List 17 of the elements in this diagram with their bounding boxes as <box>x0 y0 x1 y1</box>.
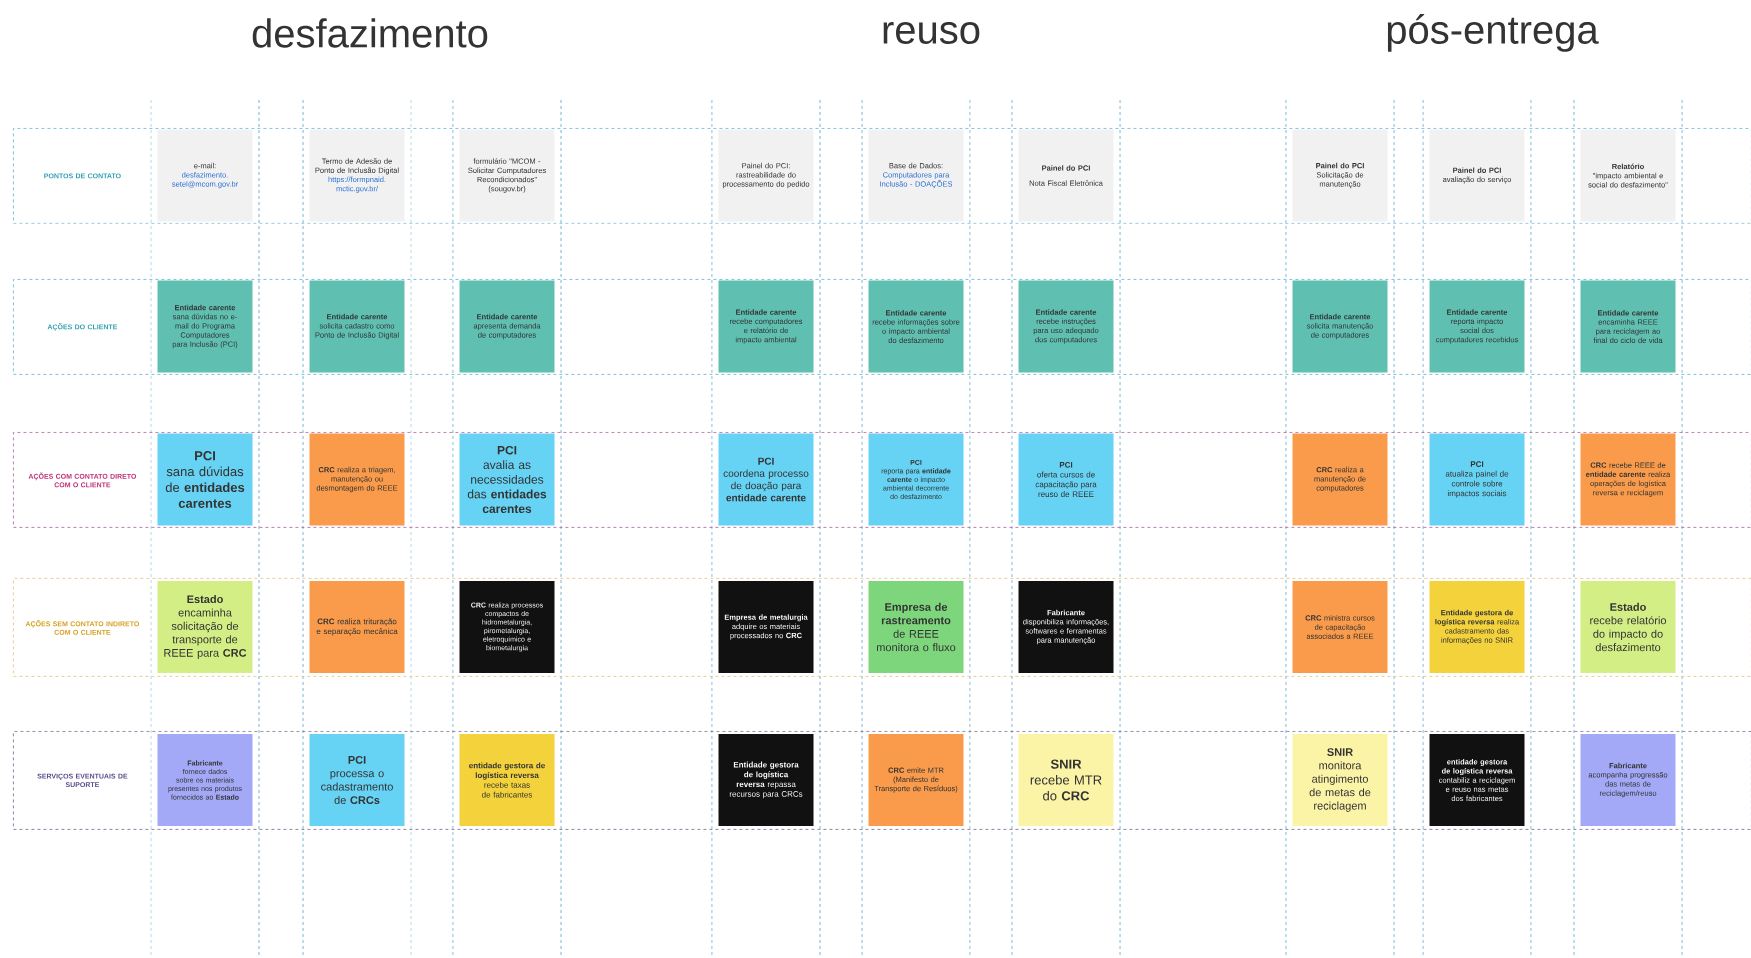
sticky-note: Estado recebe relatório do impacto do desfazimento <box>1580 581 1676 673</box>
sticky-note: Estado encaminha solicitação de transporte de REEE para CRC <box>157 581 253 673</box>
sticky-note: entidade gestora de logística reversa recebe taxas de fabricantes <box>459 734 555 826</box>
sticky-note: PCI sana dúvidas de entidades carentes <box>157 433 253 526</box>
sticky-note: PCI coordena processo de doação para entidade carente <box>718 433 814 526</box>
section-title: reuso <box>883 22 980 44</box>
sticky-note: Entidade gestora de logística reversa repassa recursos para CRCs <box>718 734 814 826</box>
sticky-note: SNIR monitora atingimento de metas de reciclagem <box>1292 734 1388 826</box>
section-title: desfazimento <box>252 18 488 48</box>
sticky-note: PCI processa o cadastramento de CRCs <box>309 734 405 826</box>
sticky-note: PCI atualiza painel de controle sobre impactos sociais <box>1429 433 1525 526</box>
sticky-note: PCI avalia as necessidades das entidades carentes <box>459 433 555 526</box>
sticky-note: SNIR recebe MTR do CRC <box>1018 734 1114 826</box>
sticky-note: Empresa de rastreamento de REEE monitora o fluxo <box>868 581 964 673</box>
section-title: pós-entrega <box>1387 14 1599 52</box>
sticky-note: CRC realiza trituração e separação mecânica <box>309 581 405 673</box>
sticky-note: PCI oferta cursos de capacitação para reuso de REEE <box>1018 433 1114 526</box>
